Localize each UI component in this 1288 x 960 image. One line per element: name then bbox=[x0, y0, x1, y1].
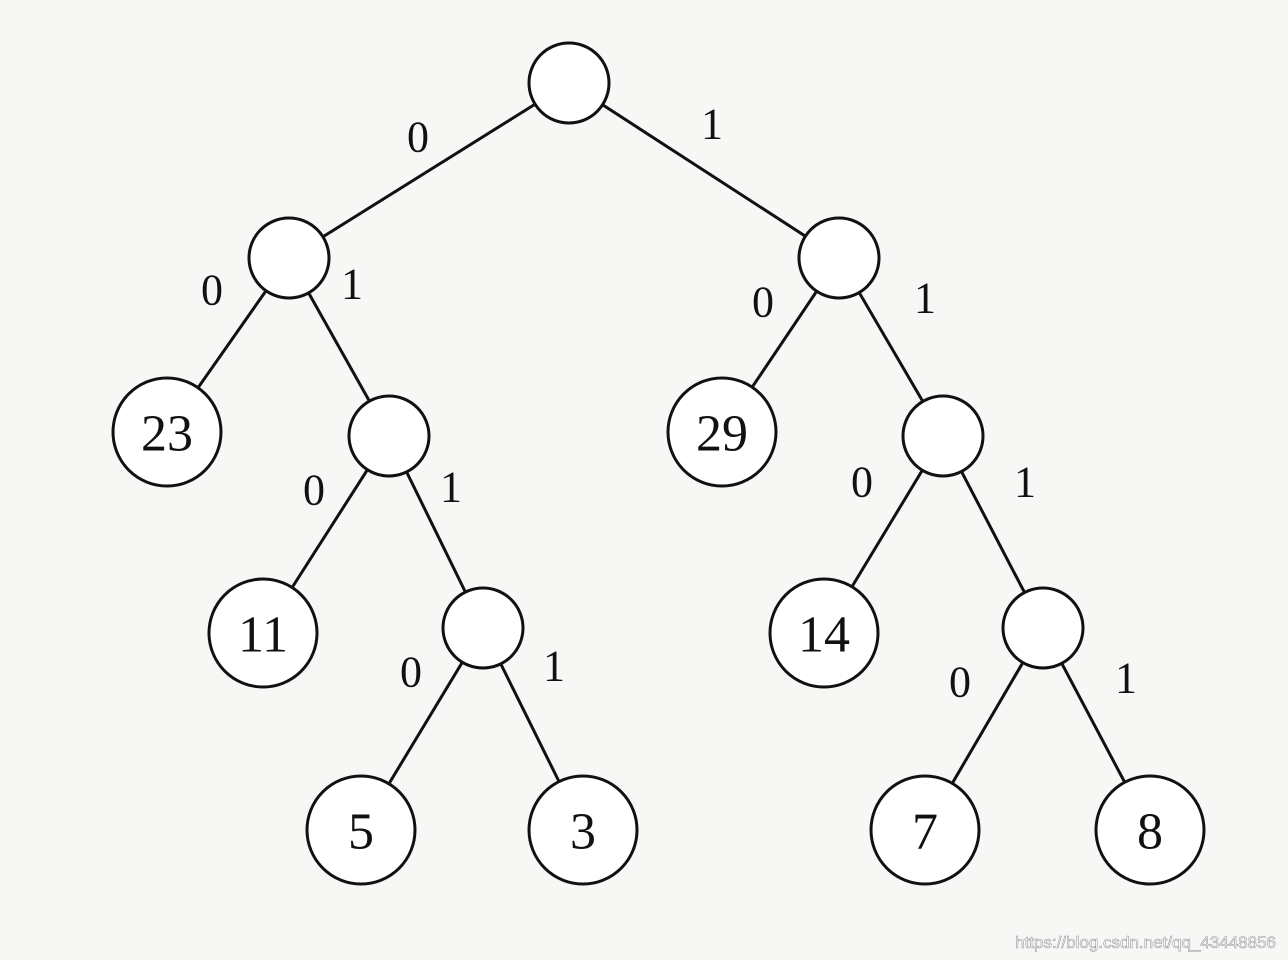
leaf-node: 14 bbox=[768, 577, 880, 689]
edge-bit-label: 1 bbox=[701, 100, 723, 149]
node-circle bbox=[111, 376, 223, 488]
node-circle bbox=[527, 774, 639, 886]
node-circle bbox=[1001, 586, 1085, 670]
node-weight-label: 3 bbox=[570, 804, 596, 861]
internal-node bbox=[797, 216, 881, 300]
node-weight-label: 11 bbox=[238, 607, 288, 664]
edge-bit-label: 0 bbox=[400, 648, 422, 697]
node-weight-label: 8 bbox=[1137, 804, 1163, 861]
tree-edge-root-to-n-l bbox=[287, 81, 571, 260]
node-circle bbox=[797, 216, 881, 300]
leaf-node: 23 bbox=[111, 376, 223, 488]
node-circle bbox=[441, 586, 525, 670]
edge-bit-label: 1 bbox=[341, 260, 363, 309]
node-circle bbox=[768, 577, 880, 689]
internal-node bbox=[347, 394, 431, 478]
watermark-text: https://blog.csdn.net/qq_43448856 bbox=[1015, 933, 1276, 952]
edge-bit-label: 1 bbox=[914, 274, 936, 323]
tree-edge-root-to-n-r bbox=[567, 81, 841, 260]
node-weight-label: 7 bbox=[912, 804, 938, 861]
edges-layer bbox=[165, 81, 1152, 832]
edge-bit-label: 0 bbox=[407, 113, 429, 162]
node-circle bbox=[666, 376, 778, 488]
node-weight-label: 5 bbox=[348, 804, 374, 861]
edge-labels-layer: 0 1 0 1 0 1 0 1 0 1 0 1 0 1 bbox=[201, 100, 1137, 707]
internal-node bbox=[901, 394, 985, 478]
leaf-node: 8 bbox=[1094, 774, 1206, 886]
node-circle bbox=[527, 41, 611, 125]
node-circle bbox=[305, 774, 417, 886]
node-weight-label: 14 bbox=[798, 607, 850, 664]
leaf-node: 7 bbox=[869, 774, 981, 886]
node-circle bbox=[347, 394, 431, 478]
edge-bit-label: 1 bbox=[543, 642, 565, 691]
edge-bit-label: 0 bbox=[949, 658, 971, 707]
node-circle bbox=[869, 774, 981, 886]
internal-node bbox=[527, 41, 611, 125]
internal-node bbox=[247, 216, 331, 300]
edge-bit-label: 0 bbox=[752, 278, 774, 327]
edge-bit-label: 1 bbox=[440, 463, 462, 512]
leaf-node: 29 bbox=[666, 376, 778, 488]
node-circle bbox=[247, 216, 331, 300]
node-weight-label: 29 bbox=[696, 406, 748, 463]
node-circle bbox=[207, 577, 319, 689]
edge-bit-label: 0 bbox=[851, 458, 873, 507]
internal-node bbox=[441, 586, 525, 670]
edge-bit-label: 1 bbox=[1115, 654, 1137, 703]
leaf-node: 3 bbox=[527, 774, 639, 886]
edge-bit-label: 0 bbox=[303, 466, 325, 515]
internal-node bbox=[1001, 586, 1085, 670]
node-circle bbox=[1094, 774, 1206, 886]
edge-bit-label: 1 bbox=[1014, 458, 1036, 507]
edge-bit-label: 0 bbox=[201, 266, 223, 315]
node-weight-label: 23 bbox=[141, 406, 193, 463]
leaf-node: 5 bbox=[305, 774, 417, 886]
node-circle bbox=[901, 394, 985, 478]
leaf-node: 11 bbox=[207, 577, 319, 689]
